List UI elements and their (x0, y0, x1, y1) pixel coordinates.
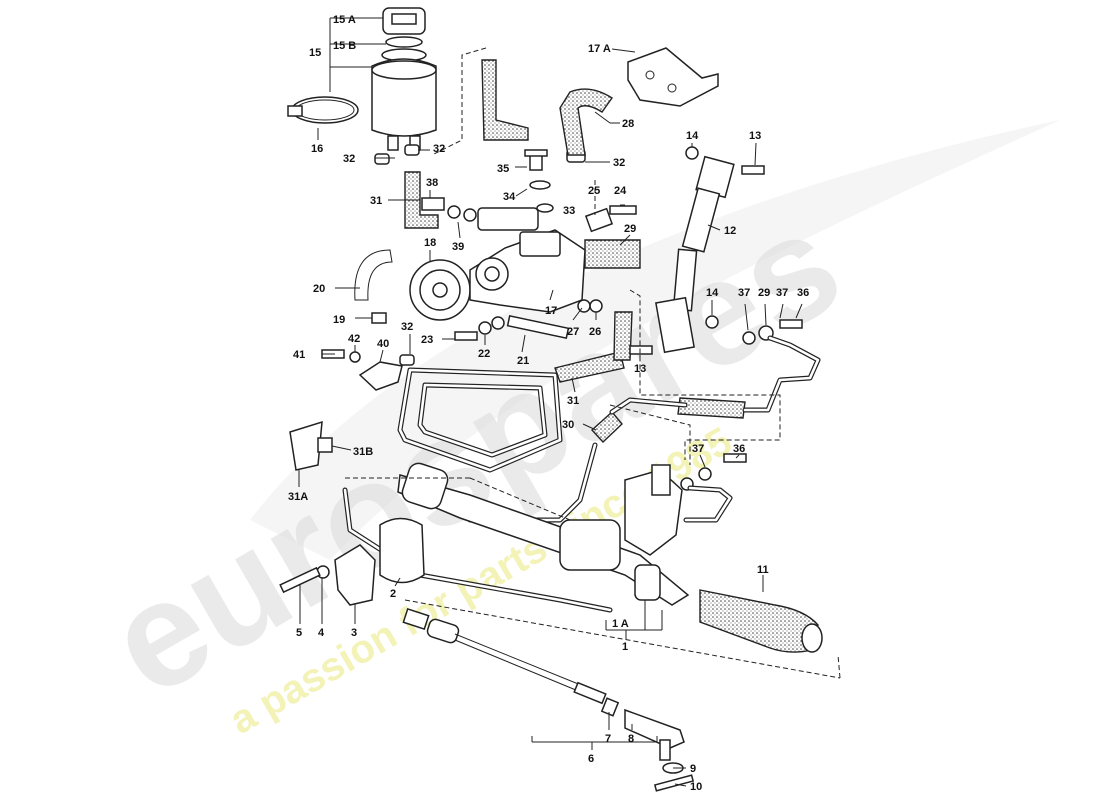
leader-lines (298, 17, 841, 787)
callout-23: 23 (421, 334, 433, 346)
callout-4: 4 (318, 627, 325, 639)
callout-38: 38 (426, 177, 438, 189)
pump-bracket (627, 47, 719, 107)
callout-11: 11 (757, 564, 769, 576)
callout-29-lower: 29 (758, 287, 770, 299)
callout-20: 20 (313, 283, 325, 295)
callout-2: 2 (390, 588, 396, 600)
callout-15A: 15 A (333, 14, 356, 26)
callout-15B: 15 B (333, 40, 356, 52)
supply-hose-28 (559, 88, 613, 156)
steering-shaft (655, 155, 735, 354)
hose-33-right (613, 311, 633, 361)
callout-34: 34 (503, 191, 516, 203)
callout-22: 22 (478, 348, 490, 360)
callout-16: 16 (311, 143, 323, 155)
rack-clamp (334, 544, 376, 606)
callout-3: 3 (351, 627, 357, 639)
callout-29-upper: 29 (624, 223, 636, 235)
callout-37-c: 37 (692, 443, 704, 455)
callout-35: 35 (497, 163, 509, 175)
hose-31-mid (554, 351, 625, 383)
callout-5: 5 (296, 627, 302, 639)
callout-17: 17 (545, 305, 557, 317)
hose-29-pump (584, 239, 641, 269)
mount-bracket-40 (358, 361, 403, 391)
callout-26: 26 (589, 326, 601, 338)
callout-37-b: 37 (776, 287, 788, 299)
callout-32-clamp: 32 (401, 321, 413, 333)
callout-40: 40 (377, 338, 389, 350)
drive-belt (354, 249, 393, 301)
callout-31B: 31B (353, 446, 373, 458)
callout-9: 9 (690, 763, 696, 775)
callout-28: 28 (622, 118, 634, 130)
return-hose (481, 59, 529, 141)
cooling-coil (397, 367, 563, 473)
callout-36-lower: 36 (733, 443, 745, 455)
callout-39: 39 (452, 241, 464, 253)
callout-25: 25 (588, 185, 600, 197)
callout-19: 19 (333, 314, 345, 326)
hose-30 (591, 410, 623, 443)
watermark-brand: eurospares (82, 178, 866, 728)
callout-21: 21 (517, 355, 529, 367)
tie-rod (402, 607, 695, 792)
rack-mount-bushing (379, 517, 425, 584)
callout-12: 12 (724, 225, 736, 237)
rack-bellows (699, 589, 823, 653)
callout-27: 27 (567, 326, 579, 338)
callout-30: 30 (562, 419, 574, 431)
callout-32-left: 32 (343, 153, 355, 165)
callout-31-lower: 31 (567, 395, 579, 407)
callout-6: 6 (588, 753, 594, 765)
callout-13-upper: 13 (749, 130, 761, 142)
callout-17A: 17 A (588, 43, 611, 55)
hose-29-line (677, 397, 746, 419)
callout-41: 41 (293, 349, 305, 361)
callout-1: 1 (622, 641, 628, 653)
callout-10: 10 (690, 781, 702, 793)
hose-31-upper (404, 171, 439, 229)
callout-36-upper: 36 (797, 287, 809, 299)
small-clamp (374, 153, 390, 165)
callout-1A: 1 A (612, 618, 629, 630)
callout-7: 7 (605, 733, 611, 745)
callout-24: 24 (614, 185, 627, 197)
callout-14-upper: 14 (686, 130, 699, 142)
mount-bracket-31A (289, 420, 323, 471)
callout-31-upper: 31 (370, 195, 382, 207)
callout-14-lower: 14 (706, 287, 719, 299)
watermark-swoosh (250, 120, 1060, 560)
callout-15: 15 (309, 47, 321, 59)
callout-32-right: 32 (433, 143, 445, 155)
callout-32-hose: 32 (613, 157, 625, 169)
callout-37-a: 37 (738, 287, 750, 299)
reservoir-assembly (371, 7, 437, 151)
callout-33: 33 (563, 205, 575, 217)
callout-31A: 31A (288, 491, 308, 503)
steering-rack (397, 462, 690, 606)
callout-13-lower: 13 (634, 363, 646, 375)
callout-42: 42 (348, 333, 360, 345)
callout-labels: 15 A 15 B 15 16 32 32 17 A 28 14 13 35 3… (288, 14, 809, 793)
callout-18: 18 (424, 237, 436, 249)
power-steering-pump (409, 207, 586, 321)
callout-8: 8 (628, 733, 634, 745)
